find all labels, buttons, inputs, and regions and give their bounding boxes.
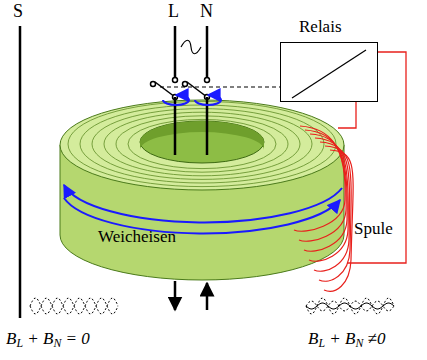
field-waves — [30, 298, 394, 314]
core-label: Weicheisen — [98, 228, 176, 247]
ac-symbol — [181, 40, 201, 54]
l-wire — [174, 26, 177, 78]
conductor-label: S — [13, 2, 23, 22]
field-sum-label: BL + BN = 0 — [6, 330, 90, 349]
coil-label: Spule — [354, 220, 393, 239]
mechanical-link — [160, 86, 280, 87]
field-sum-label: BL + BN ≠0 — [308, 330, 385, 349]
field-arrow — [163, 95, 189, 105]
relay-label: Relais — [299, 18, 342, 37]
field-line — [64, 185, 342, 222]
l-current-arrow — [174, 281, 177, 310]
conductor-label: N — [200, 2, 213, 22]
iron-core: Weicheisen — [60, 100, 347, 281]
field-arrow — [195, 95, 221, 105]
n-current-arrow — [206, 283, 209, 310]
relay-symbol — [292, 50, 366, 98]
toroid-core — [60, 100, 344, 280]
coil-wire — [347, 52, 406, 263]
relay-box: Relais — [280, 42, 378, 102]
coil-windings — [294, 126, 353, 291]
pe-wire — [19, 26, 22, 318]
coil-lead — [338, 102, 356, 128]
conductor-label: L — [168, 2, 179, 22]
n-wire — [206, 26, 209, 78]
